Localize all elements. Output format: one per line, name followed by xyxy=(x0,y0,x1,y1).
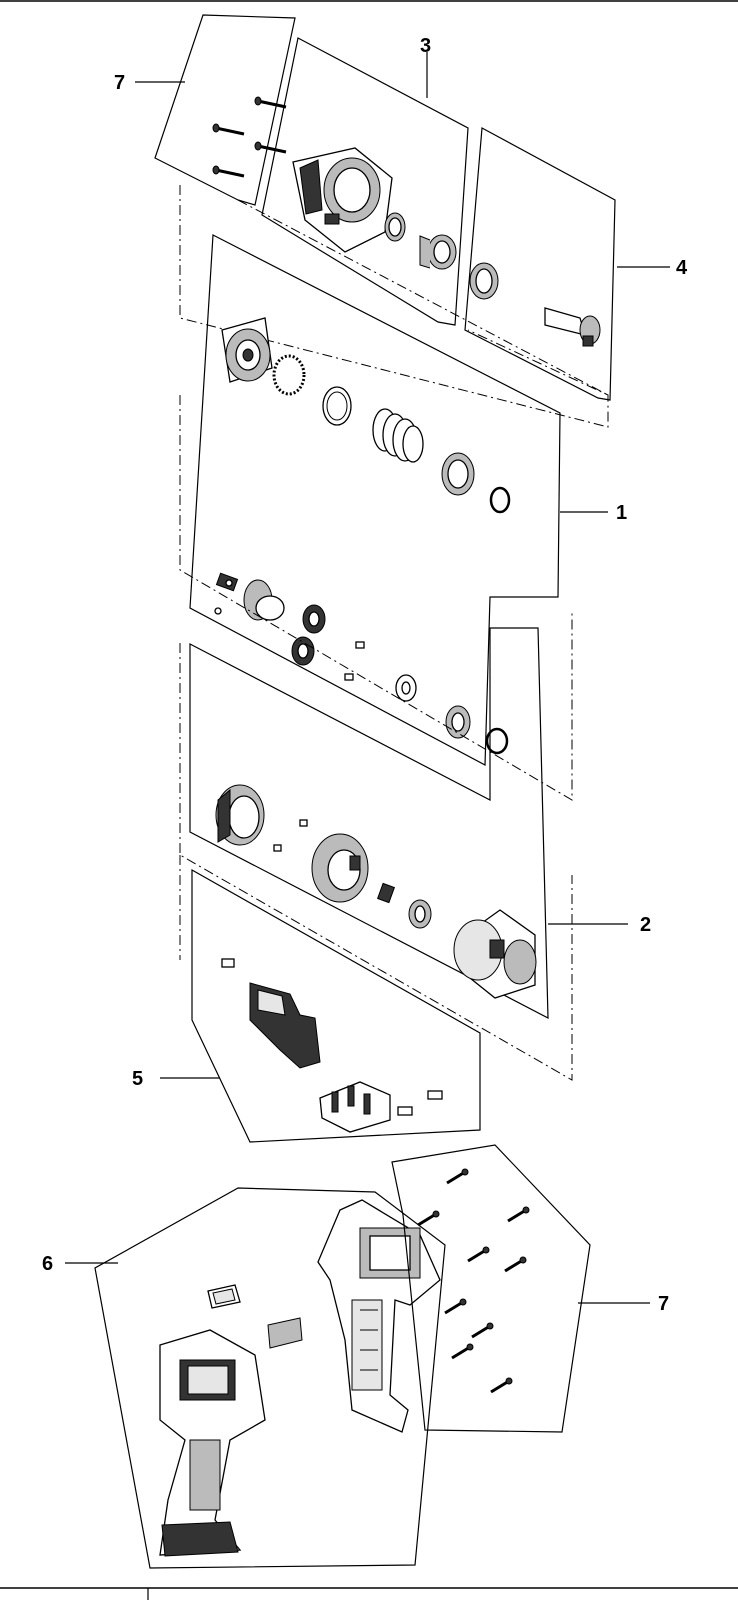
group-5-outline xyxy=(191,868,481,1143)
screw-icon xyxy=(504,1256,527,1273)
group-7-top-outline xyxy=(154,14,296,206)
group-7-bottom-outline xyxy=(391,1144,591,1433)
screw-icon xyxy=(417,1210,440,1227)
washer-icon xyxy=(441,452,475,496)
group-3-outline xyxy=(261,37,469,326)
badge-icon xyxy=(207,1284,241,1309)
screw-icon xyxy=(446,1168,469,1185)
group-3-gearcase xyxy=(261,37,469,326)
motor-icon xyxy=(453,909,537,999)
screw-icon xyxy=(254,141,287,154)
callout-7-bottom: 7 xyxy=(658,1293,669,1315)
washer-icon xyxy=(445,705,471,739)
washer-icon xyxy=(395,674,417,702)
trigger-switch-icon xyxy=(249,982,321,1069)
pin-icon xyxy=(344,673,354,681)
housing-left-half-icon xyxy=(159,1329,266,1557)
clip-icon xyxy=(221,958,235,968)
callout-6: 6 xyxy=(42,1253,53,1275)
spindle-icon xyxy=(214,572,285,621)
planet-gear-icon xyxy=(291,636,315,666)
washer-icon xyxy=(322,386,352,426)
axis-guide-1 xyxy=(237,199,609,396)
screw-icon xyxy=(507,1206,530,1223)
callout-2: 2 xyxy=(640,914,651,936)
group-1-impact-mechanism xyxy=(189,234,561,766)
group-2-guide xyxy=(179,643,573,1081)
screw-icon xyxy=(212,165,245,178)
group-7-bottom-screws xyxy=(391,1144,591,1433)
screw-icon xyxy=(444,1298,467,1315)
housing-right-half-icon xyxy=(317,1199,441,1433)
screw-icon xyxy=(451,1343,474,1360)
group-4-anvil xyxy=(464,127,616,401)
pin-icon xyxy=(427,1090,443,1100)
group-2-outline xyxy=(189,627,549,1020)
screw-icon xyxy=(471,1322,494,1339)
pin-icon xyxy=(273,844,282,852)
screw-icon xyxy=(467,1246,490,1263)
group-1-guide xyxy=(179,395,573,801)
terminal-block-icon xyxy=(319,1081,391,1133)
screw-icon xyxy=(212,123,245,136)
group-6-outline xyxy=(94,1187,446,1569)
group-3-4-guide xyxy=(179,185,609,428)
anvil-icon xyxy=(544,307,601,347)
group-7-top-screws xyxy=(154,14,296,206)
washer-icon xyxy=(469,262,499,300)
planet-gear-icon xyxy=(302,604,326,634)
washer-icon xyxy=(408,899,432,929)
spring-icon xyxy=(372,408,424,463)
circlip-icon xyxy=(485,727,509,755)
group-4-outline xyxy=(464,127,616,401)
gear-case-housing xyxy=(292,147,393,253)
screw-icon xyxy=(254,96,287,109)
pinion-icon xyxy=(376,882,396,904)
callout-1: 1 xyxy=(616,502,627,524)
ball-bearing-ring-icon xyxy=(272,354,306,396)
callout-5: 5 xyxy=(132,1068,143,1090)
screw-icon xyxy=(490,1377,513,1394)
callout-3: 3 xyxy=(420,35,431,57)
latch-icon xyxy=(267,1317,303,1349)
pin-icon xyxy=(397,1106,413,1116)
callout-4: 4 xyxy=(676,257,688,279)
pin-icon xyxy=(299,819,308,827)
hammer-icon xyxy=(221,317,273,383)
circlip-icon xyxy=(489,486,511,514)
group-2-motor xyxy=(189,627,549,1020)
carrier-plate-icon xyxy=(311,833,369,903)
bearing-icon xyxy=(419,234,457,270)
group-1-outline xyxy=(189,234,561,766)
ring-gear-icon xyxy=(215,784,265,846)
pin-icon xyxy=(355,641,365,649)
callout-7-top: 7 xyxy=(114,72,125,94)
group-6-housing xyxy=(94,1187,446,1569)
group-5-switch xyxy=(191,868,481,1143)
washer-icon xyxy=(384,212,406,242)
